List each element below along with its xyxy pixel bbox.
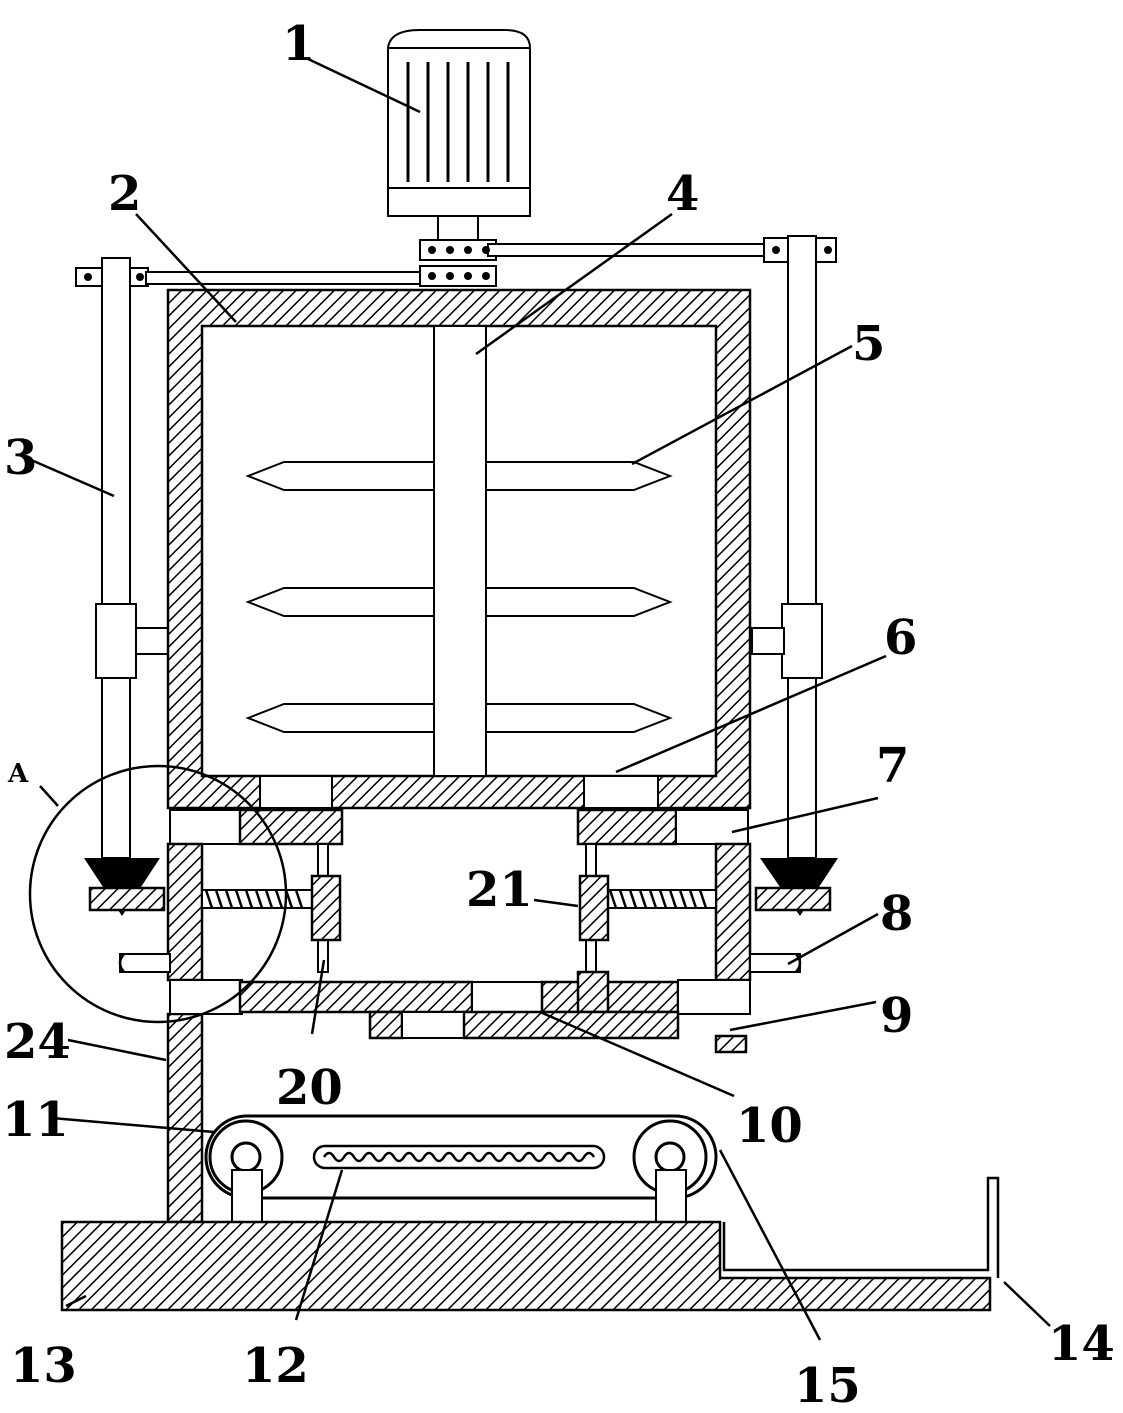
label-9: 9 (880, 988, 913, 1044)
label-14: 14 (1048, 1316, 1115, 1372)
label-6: 6 (884, 610, 917, 666)
label-7: 7 (876, 738, 909, 794)
right-screw-rod (751, 235, 838, 916)
base-plate (60, 1220, 992, 1312)
label-5: 5 (852, 316, 885, 372)
motor (386, 29, 532, 241)
label-3: 3 (4, 430, 37, 486)
label-21: 21 (466, 862, 533, 918)
slide-blocks (169, 808, 749, 846)
chain-drive (75, 237, 837, 287)
guide-rods (310, 843, 610, 973)
stirring-blades (245, 461, 673, 733)
label-8: 8 (880, 886, 913, 942)
collection-tray (722, 1176, 1000, 1278)
left-screw-rod (84, 257, 169, 916)
label-detail-a: A (7, 759, 29, 789)
label-20: 20 (276, 1060, 343, 1116)
label-24: 24 (4, 1014, 71, 1070)
label-15: 15 (794, 1358, 861, 1413)
detail-circle-a (28, 764, 288, 1024)
label-10: 10 (736, 1098, 803, 1154)
label-1: 1 (282, 16, 315, 72)
springs (201, 889, 717, 909)
sieve-assembly (169, 970, 751, 1054)
leader-lines (21, 56, 1051, 1341)
mixing-tank (166, 288, 752, 810)
label-4: 4 (666, 166, 699, 222)
label-2: 2 (108, 166, 141, 222)
part-labels: 1 2 3 4 5 6 7 8 9 10 11 12 13 14 15 20 2… (2, 16, 1115, 1413)
stirring-shaft (433, 325, 487, 777)
label-12: 12 (242, 1338, 309, 1394)
conveyor-belt (204, 1114, 718, 1223)
tank-outlet-ports (259, 775, 659, 809)
pipes (118, 953, 802, 973)
label-13: 13 (10, 1338, 77, 1394)
label-11: 11 (2, 1092, 69, 1148)
